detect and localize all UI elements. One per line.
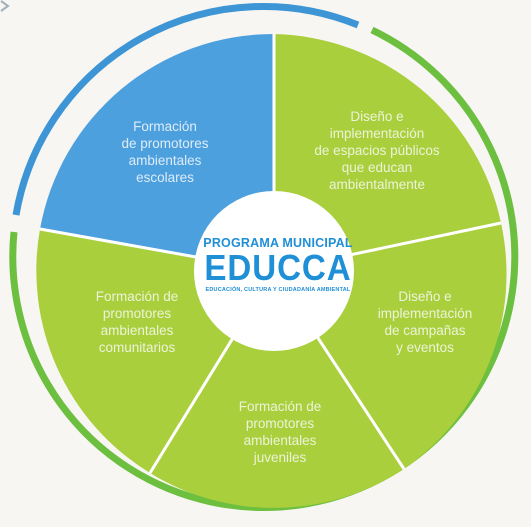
logo-program-title: PROGRAMA MUNICIPAL: [203, 236, 353, 250]
chevron-right-icon: [0, 0, 10, 12]
segment-label-comunitarios: Formación de promotores ambientales comu…: [95, 289, 179, 355]
logo-subtitle: EDUCACIÓN, CULTURA Y CIUDADANÍA AMBIENTA…: [205, 287, 351, 293]
outer-ring-blue: [12, 3, 360, 216]
segment-label-escolares: Formación de promotores ambientales esco…: [121, 119, 209, 185]
logo-wordmark: EDUCCA: [204, 247, 352, 288]
segment-label-espacios-publicos: Diseño e implementación de espacios públ…: [314, 109, 440, 192]
segment-label-campanas-eventos: Diseño e implementación de campañas y ev…: [377, 289, 473, 355]
segment-juveniles: [150, 271, 404, 508]
segment-label-juveniles: Formación de promotores ambientales juve…: [238, 399, 322, 465]
center-circle: [194, 191, 354, 351]
segment-espacios-publicos: [274, 34, 501, 271]
segment-escolares: [40, 33, 274, 271]
educca-logo: PROGRAMA MUNICIPAL EDUCCA EDUCACIÓN, CUL…: [198, 236, 358, 302]
